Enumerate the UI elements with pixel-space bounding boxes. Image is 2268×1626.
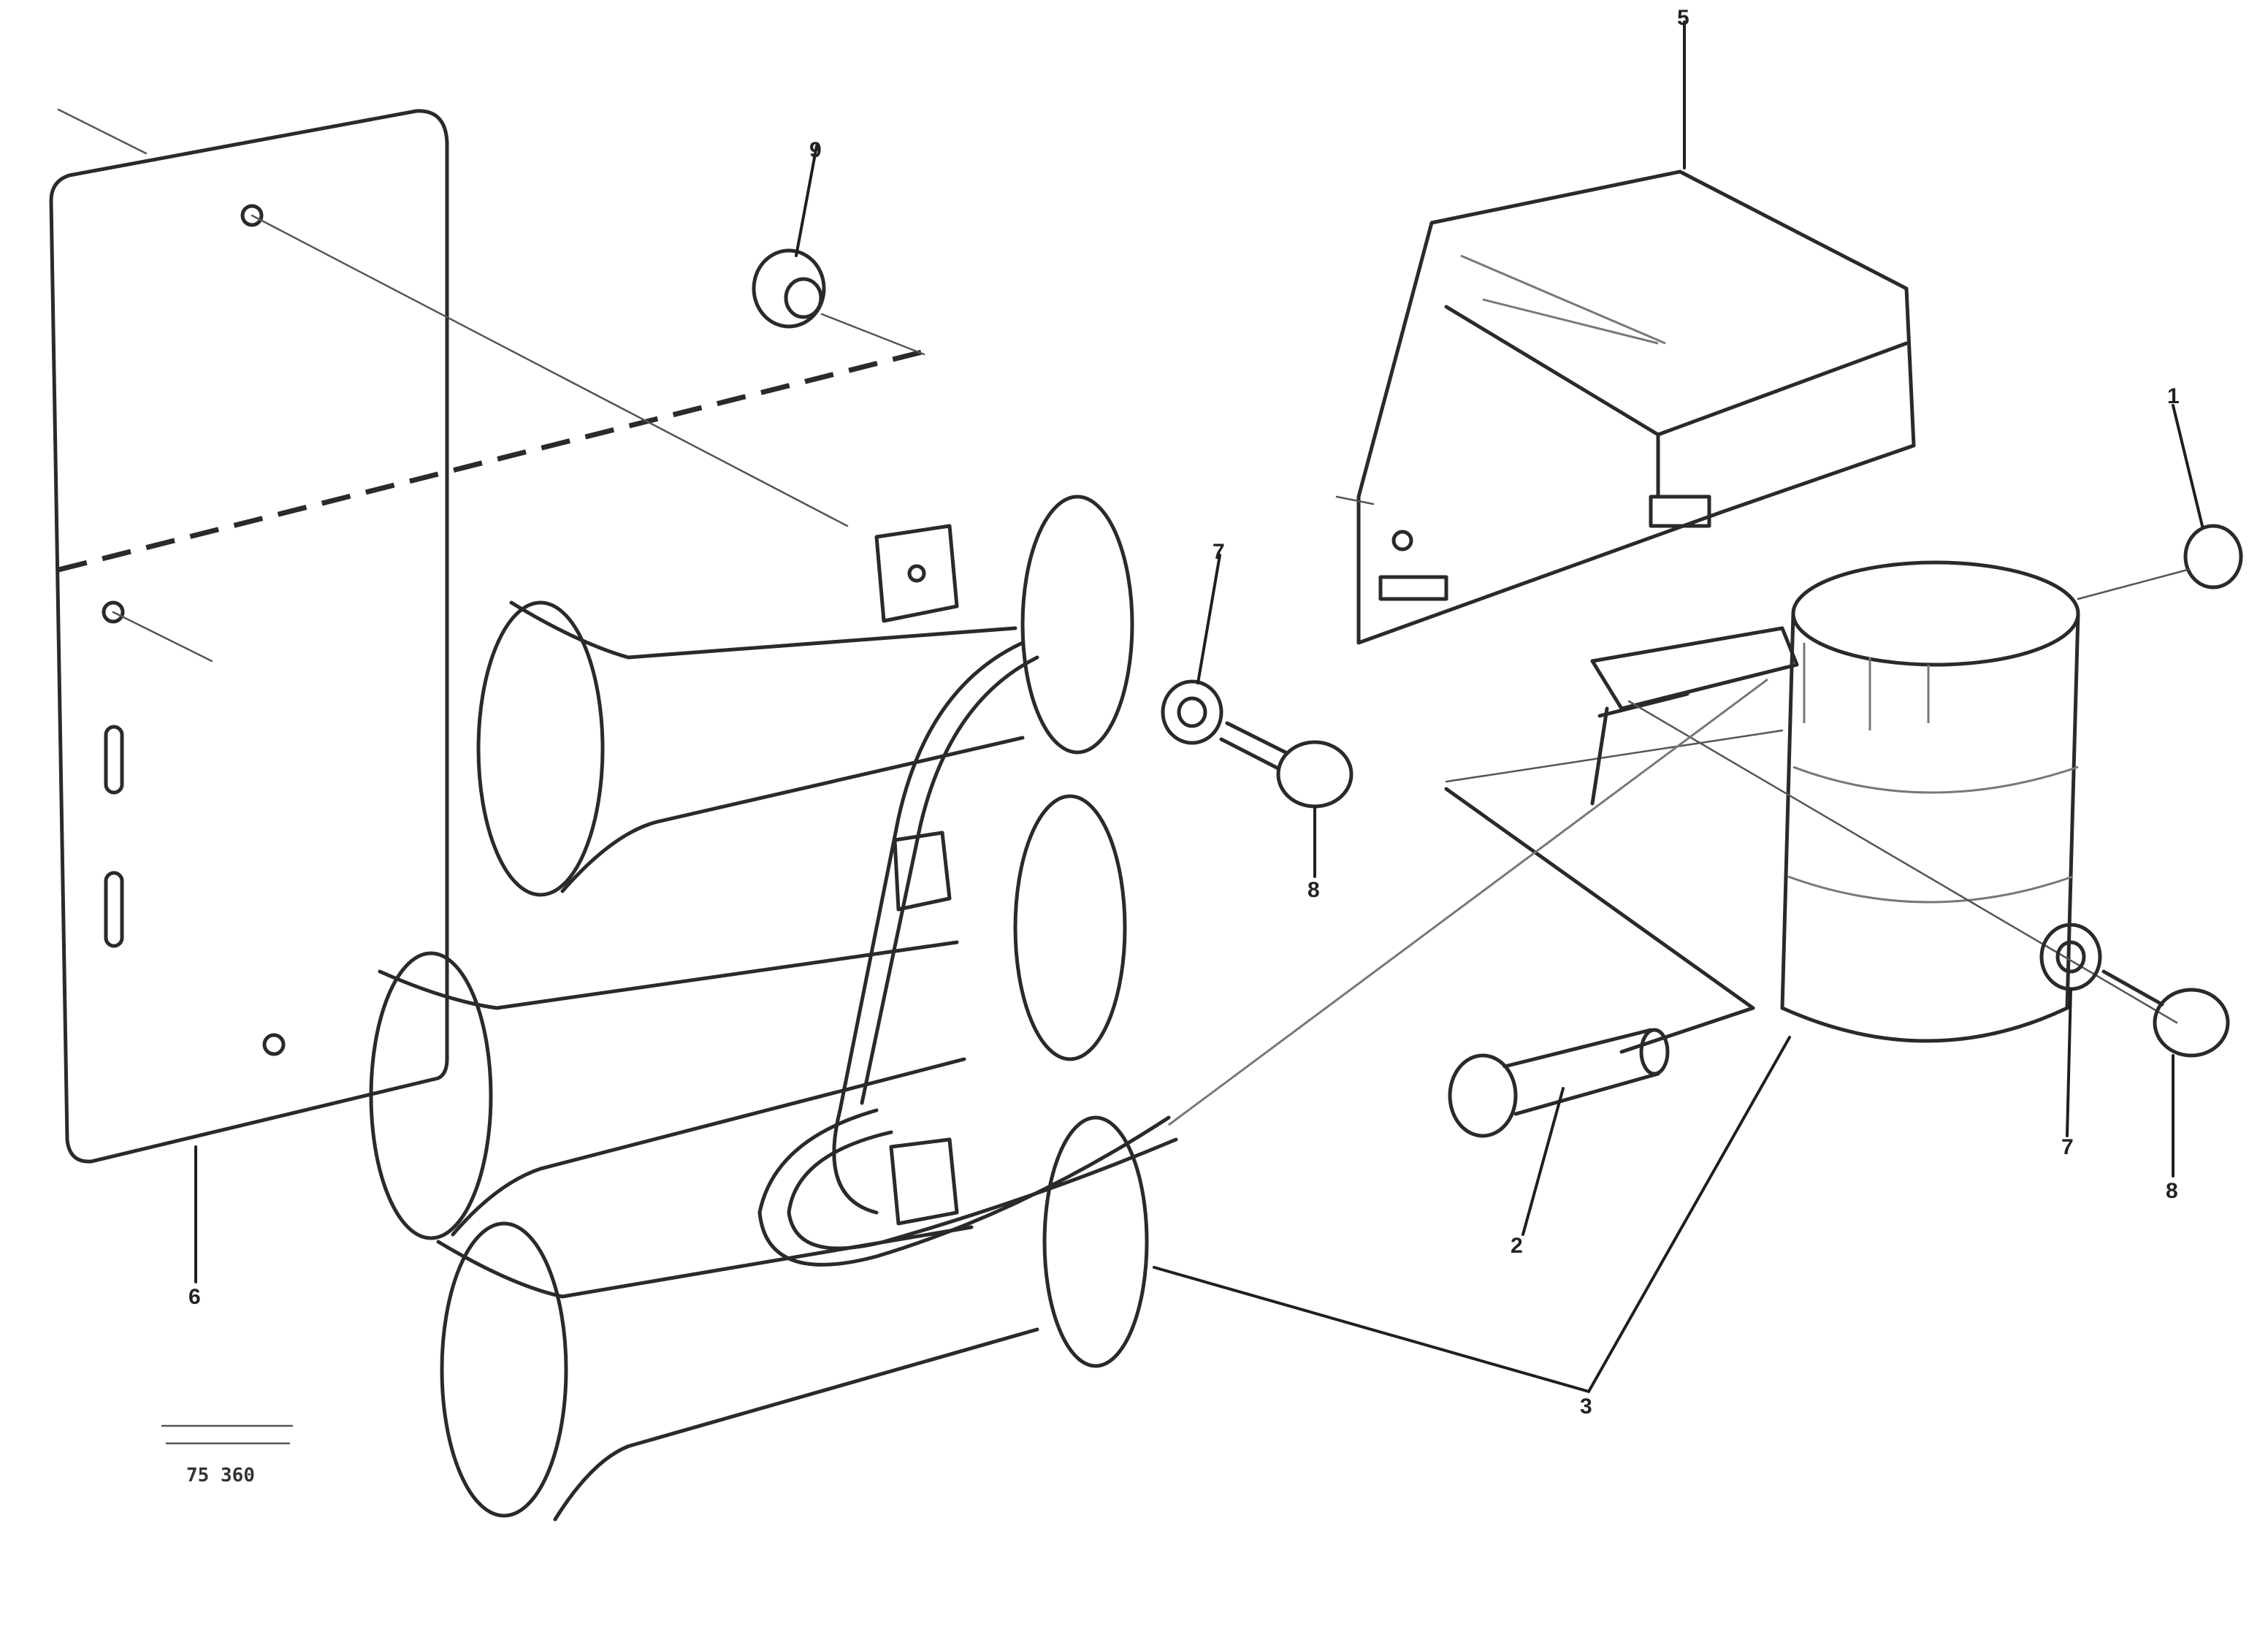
bolt bbox=[1448, 1028, 1670, 1138]
drawing-stamp: 75 360 bbox=[161, 1424, 294, 1486]
air-hoses bbox=[757, 641, 1178, 1267]
stamp-code: 75 360 bbox=[186, 1465, 255, 1486]
horn-lower bbox=[436, 1115, 1149, 1522]
nut bbox=[752, 248, 925, 356]
callout-2: 2 bbox=[1511, 1234, 1523, 1258]
mounting-plate bbox=[49, 108, 928, 1164]
screw-center bbox=[1161, 679, 1353, 809]
cover-box bbox=[1335, 169, 1916, 645]
bracket-lines bbox=[1168, 678, 1784, 1126]
callout-8-center: 8 bbox=[1307, 878, 1320, 902]
callout-1: 1 bbox=[2167, 384, 2180, 408]
callout-3: 3 bbox=[1580, 1394, 1592, 1419]
callout-8-right: 8 bbox=[2166, 1179, 2178, 1203]
callout-5: 5 bbox=[1677, 6, 1689, 30]
callout-7-center: 7 bbox=[1213, 540, 1225, 564]
callout-9: 9 bbox=[809, 138, 822, 162]
horn-middle bbox=[369, 794, 1127, 1240]
horn-upper bbox=[476, 495, 1134, 897]
callout-6: 6 bbox=[188, 1285, 201, 1309]
callout-7-right: 7 bbox=[2061, 1135, 2074, 1159]
leader-lines bbox=[194, 20, 2204, 1394]
callout-labels: 5 9 7 8 1 7 8 2 3 6 bbox=[188, 6, 2180, 1419]
